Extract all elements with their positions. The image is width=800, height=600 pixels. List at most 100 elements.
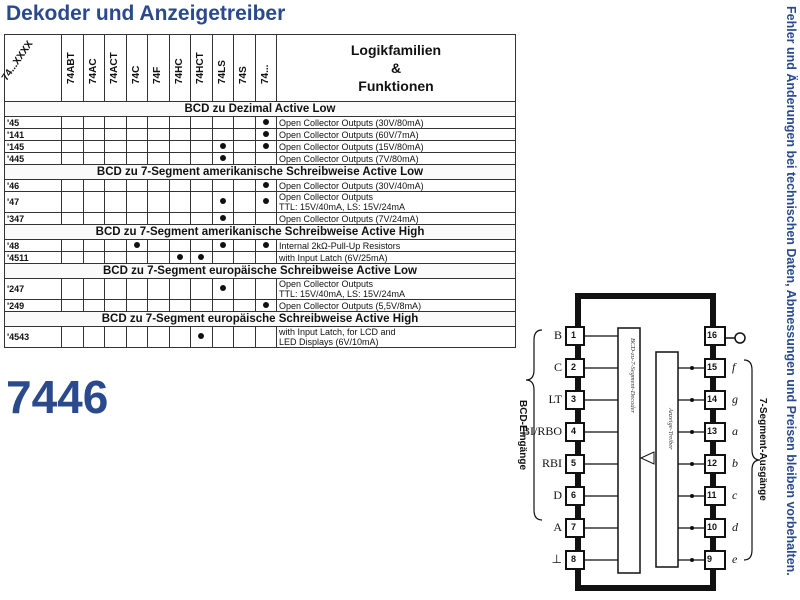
family-cell — [61, 152, 84, 165]
pin-number: 3 — [571, 394, 577, 404]
family-cell — [190, 251, 213, 264]
pin-number: 11 — [707, 490, 717, 500]
pin-label: c — [732, 488, 738, 502]
pin-number: 10 — [707, 522, 718, 532]
family-cell — [190, 116, 213, 129]
family-cell — [61, 140, 84, 153]
family-cell — [211, 191, 234, 213]
junction-dot — [690, 398, 694, 402]
pin-number: 7 — [571, 522, 577, 532]
family-cell — [125, 191, 148, 213]
family-cell — [211, 326, 234, 348]
family-cell — [82, 278, 105, 300]
family-cell — [190, 140, 213, 153]
family-cell — [125, 212, 148, 225]
availability-dot — [262, 142, 269, 149]
section-title: BCD zu Dezimal Active Low — [4, 101, 516, 117]
part-number: '47 — [4, 191, 62, 213]
description-line: TTL: 15V/40mA, LS: 15V/24mA — [279, 289, 406, 299]
family-cell — [104, 140, 127, 153]
family-cell — [82, 152, 105, 165]
pin-label: D — [553, 488, 562, 502]
pin-number: 2 — [571, 362, 577, 372]
family-header: 74ACT — [104, 34, 127, 102]
driver-block-label: Anzeige-Treiber — [667, 408, 674, 450]
part-number: '4511 — [4, 251, 62, 264]
vcc-terminal — [734, 332, 746, 344]
availability-dot — [198, 253, 205, 260]
family-cell — [190, 278, 213, 300]
pin-number: 8 — [571, 554, 577, 564]
family-cell — [254, 239, 277, 252]
section-header-row: BCD zu 7-Segment europäische Schreibweis… — [4, 263, 516, 279]
pin-number: 13 — [707, 426, 718, 436]
function-header: Logikfamilien & Funktionen — [276, 34, 516, 102]
description-line: Open Collector Outputs (30V/80mA) — [279, 117, 424, 128]
part-number: '249 — [4, 299, 62, 312]
family-cell — [190, 191, 213, 213]
pin-label: BI/RBO — [521, 424, 562, 438]
family-cell — [104, 326, 127, 348]
section-title: BCD zu 7-Segment amerikanische Schreibwe… — [4, 164, 516, 180]
section-header-row: BCD zu 7-Segment amerikanische Schreibwe… — [4, 164, 516, 180]
family-cell — [254, 212, 277, 225]
family-cell — [147, 128, 170, 141]
decoder-block-label: BCD-zu-7-Segment-Decoder — [629, 338, 636, 414]
pin-label: ⊥ — [551, 552, 562, 566]
family-cell — [254, 326, 277, 348]
availability-dot — [133, 241, 140, 248]
family-cell — [190, 212, 213, 225]
family-cell — [61, 251, 84, 264]
part-number: '347 — [4, 212, 62, 225]
family-cell — [233, 116, 256, 129]
junction-dot — [690, 494, 694, 498]
family-cell — [147, 140, 170, 153]
family-cell — [190, 128, 213, 141]
availability-dot — [219, 241, 226, 248]
family-cell — [211, 278, 234, 300]
junction-dot — [690, 430, 694, 434]
family-cell — [211, 152, 234, 165]
family-cell — [104, 212, 127, 225]
description-line: Open Collector Outputs — [279, 279, 374, 289]
family-cell — [104, 239, 127, 252]
family-cell — [82, 251, 105, 264]
family-cell — [233, 128, 256, 141]
family-cell — [82, 212, 105, 225]
family-header: 74HC — [168, 34, 191, 102]
family-cell — [168, 128, 191, 141]
description-line: Open Collector Outputs — [279, 192, 374, 202]
part-number: '4543 — [4, 326, 62, 348]
family-cell — [104, 152, 127, 165]
table-row: '347 Open Collector Outputs (7V/24mA) — [4, 212, 516, 225]
family-cell — [61, 326, 84, 348]
function-description: Open Collector Outputs (60V/7mA) — [276, 128, 516, 141]
family-cell — [82, 116, 105, 129]
family-header: 74AC — [82, 34, 105, 102]
junction-dot — [690, 462, 694, 466]
family-cell — [211, 116, 234, 129]
family-cell — [254, 251, 277, 264]
description-line: Open Collector Outputs (5,5V/8mA) — [279, 300, 422, 311]
availability-dot — [262, 241, 269, 248]
availability-dot — [198, 333, 205, 340]
family-cell — [61, 116, 84, 129]
pin-number: 15 — [707, 362, 718, 372]
family-cell — [168, 140, 191, 153]
family-cell — [125, 116, 148, 129]
family-cell — [254, 152, 277, 165]
description-line: Open Collector Outputs (7V/24mA) — [279, 213, 419, 224]
family-cell — [190, 152, 213, 165]
junction-dot — [690, 558, 694, 562]
function-description: Open Collector Outputs (7V/80mA) — [276, 152, 516, 165]
family-cell — [233, 326, 256, 348]
family-cell — [211, 140, 234, 153]
function-description: Open Collector Outputs (30V/80mA) — [276, 116, 516, 129]
family-header: 74S — [233, 34, 256, 102]
family-cell — [147, 278, 170, 300]
family-cell — [147, 239, 170, 252]
